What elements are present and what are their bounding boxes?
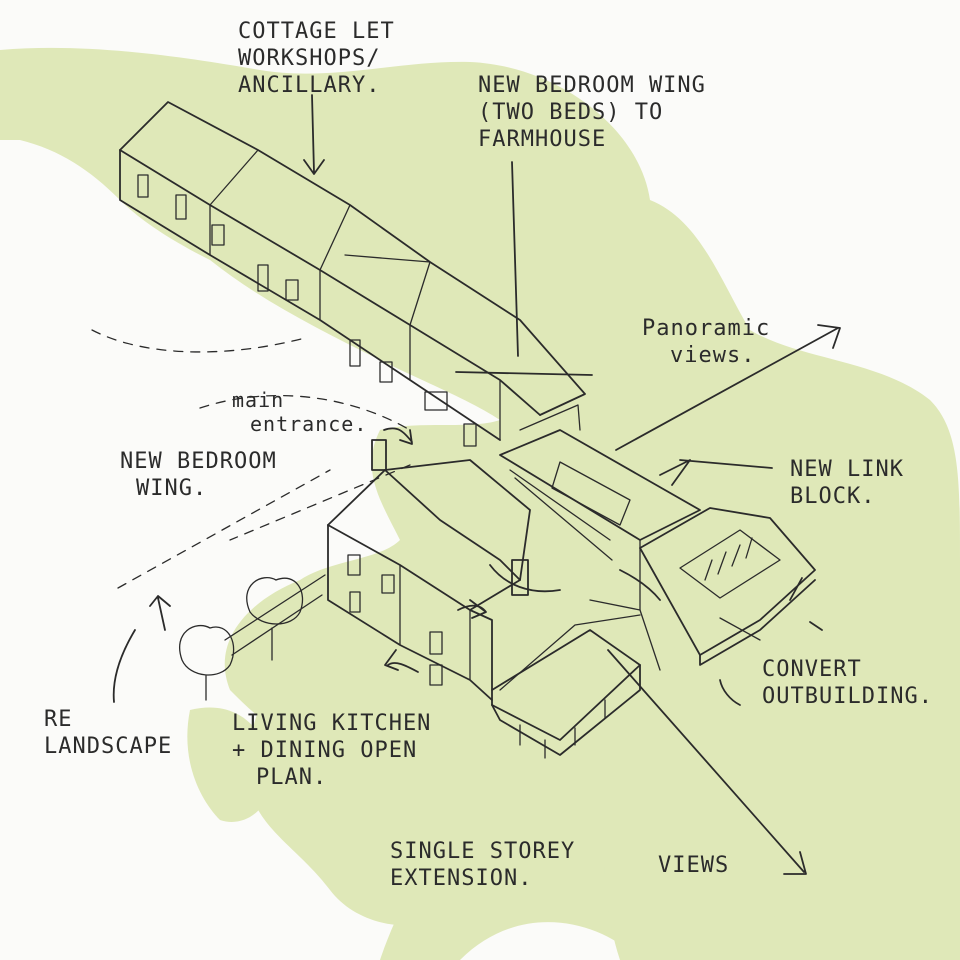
annotation-line: Panoramic bbox=[642, 316, 771, 341]
farmhouse bbox=[327, 439, 531, 706]
site-dashed-lines bbox=[91, 329, 411, 589]
annotation-line: entrance. bbox=[250, 412, 368, 436]
annotation-line: PLAN. bbox=[256, 765, 328, 790]
annotation-panoramic-views: Panoramic views. bbox=[642, 315, 770, 369]
annotation-new-bedroom-wing-left: NEW BEDROOM WING. bbox=[120, 448, 277, 502]
annotation-line: VIEWS bbox=[658, 853, 730, 878]
annotation-line: EXTENSION. bbox=[390, 866, 533, 891]
link-block bbox=[499, 429, 701, 611]
annotation-line: COTTAGE LET bbox=[238, 19, 395, 44]
annotation-line: main bbox=[232, 388, 285, 412]
single-storey-extension bbox=[491, 599, 661, 759]
annotation-new-bedroom-wing-top: NEW BEDROOM WING (TWO BEDS) TO FARMHOUSE bbox=[478, 72, 706, 153]
annotation-main-entrance: main entrance. bbox=[232, 388, 367, 436]
annotation-line: NEW BEDROOM bbox=[120, 449, 277, 474]
annotation-new-link-block: NEW LINK BLOCK. bbox=[790, 456, 904, 510]
annotation-line: RE bbox=[44, 707, 73, 732]
leader-arrows bbox=[112, 94, 841, 875]
annotation-line: SINGLE STOREY bbox=[390, 839, 576, 864]
annotation-line: ANCILLARY. bbox=[238, 73, 381, 98]
annotation-line: FARMHOUSE bbox=[478, 127, 607, 152]
annotation-single-storey: SINGLE STOREY EXTENSION. bbox=[390, 838, 575, 892]
annotation-line: LANDSCAPE bbox=[44, 734, 173, 759]
annotation-convert-outbuilding: CONVERT OUTBUILDING. bbox=[762, 656, 933, 710]
tree-1 bbox=[246, 577, 304, 625]
trees bbox=[179, 574, 326, 701]
annotation-line: CONVERT bbox=[762, 657, 862, 682]
annotation-line: WORKSHOPS/ bbox=[238, 46, 381, 71]
annotation-living-kitchen: LIVING KITCHEN + DINING OPEN PLAN. bbox=[232, 710, 431, 791]
annotation-views: VIEWS bbox=[658, 852, 729, 879]
outbuilding bbox=[639, 507, 816, 666]
annotation-line: + DINING OPEN bbox=[232, 738, 418, 763]
wash-right bbox=[603, 647, 835, 960]
annotation-line: WING. bbox=[136, 476, 208, 501]
annotation-line: NEW BEDROOM WING bbox=[478, 73, 706, 98]
annotation-line: views. bbox=[670, 343, 756, 368]
wash-left bbox=[187, 707, 272, 822]
annotation-line: OUTBUILDING. bbox=[762, 684, 933, 709]
annotation-cottage-let: COTTAGE LET WORKSHOPS/ ANCILLARY. bbox=[238, 18, 395, 99]
annotation-line: LIVING KITCHEN bbox=[232, 711, 432, 736]
annotation-line: (TWO BEDS) TO bbox=[478, 100, 664, 125]
annotation-line: BLOCK. bbox=[790, 484, 876, 509]
annotation-line: NEW LINK bbox=[790, 457, 904, 482]
annotation-re-landscape: RE LANDSCAPE bbox=[44, 706, 172, 760]
barn-range bbox=[119, 101, 586, 447]
